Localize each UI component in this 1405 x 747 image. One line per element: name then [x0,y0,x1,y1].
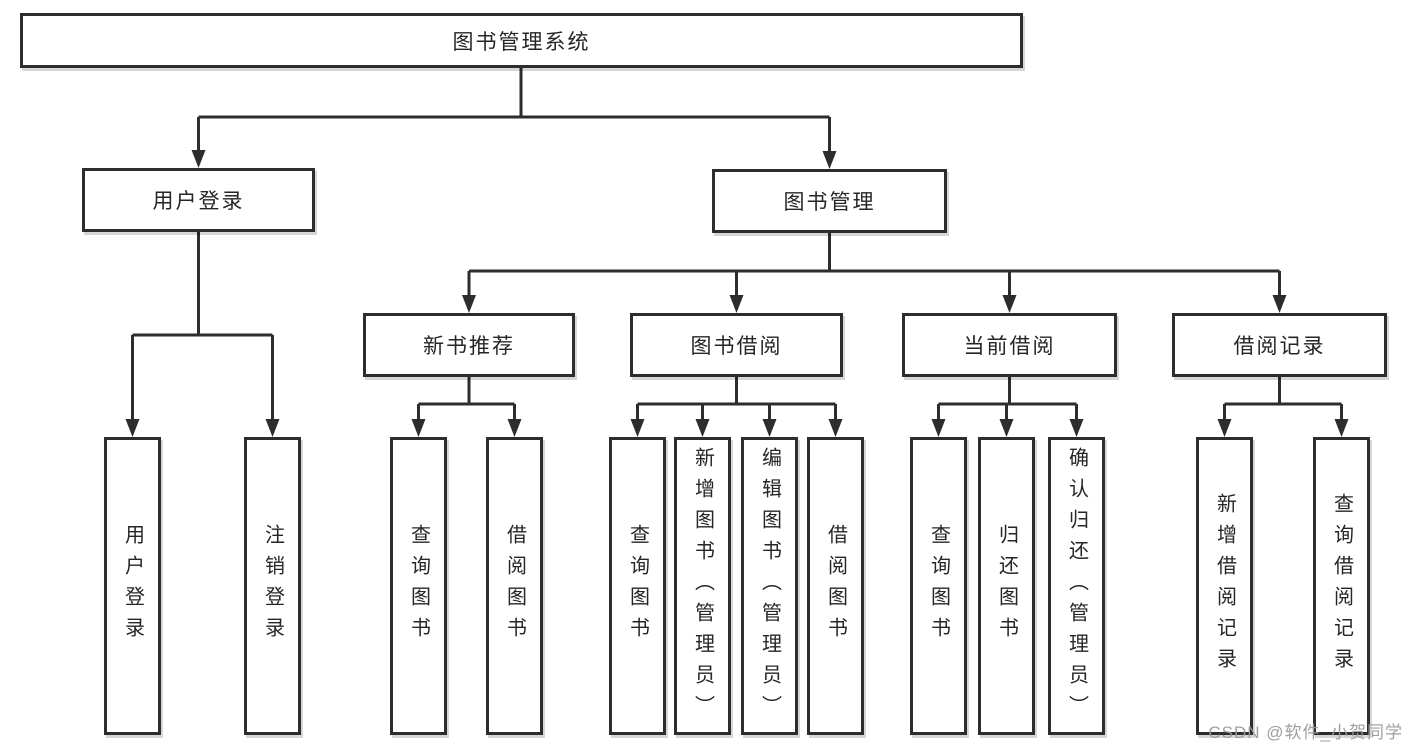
connector-current-borrow [937,377,1078,425]
leaf-confirm-return-admin: 确认归还（管理员） [1048,437,1105,735]
leaf-logout: 注销登录 [244,437,301,735]
leaf-borrow-books: 借阅图书 [807,437,864,735]
arrowhead [1217,419,1232,437]
arrowhead [695,419,710,437]
leaf-rec-query-books: 查询图书 [390,437,447,735]
arrowhead [411,419,426,437]
arrowhead [822,151,837,169]
arrowhead [125,419,140,437]
connector-new-book-rec [417,377,516,425]
arrowhead [1002,295,1017,313]
leaf-return-books: 归还图书 [978,437,1035,735]
leaf-add-books-admin: 新增图书（管理员） [674,437,731,735]
arrowhead [265,419,280,437]
leaf-label: 编辑图书（管理员） [758,446,781,726]
arrowhead [1069,419,1084,437]
leaf-rec-borrow-books: 借阅图书 [486,437,543,735]
node-current-borrow: 当前借阅 [902,313,1117,377]
leaf-user-login: 用户登录 [104,437,161,735]
leaf-label: 查询图书 [927,524,950,648]
csdn-watermark: CSDN @软件_小贺同学 [1208,723,1403,742]
arrowhead [999,419,1014,437]
leaf-label: 查询借阅记录 [1330,493,1353,679]
leaf-edit-books-admin: 编辑图书（管理员） [741,437,798,735]
arrowhead [191,150,206,168]
connector-user-login [131,232,274,425]
leaf-label: 归还图书 [995,524,1018,648]
arrowhead [729,295,744,313]
node-new-book-rec: 新书推荐 [363,313,575,377]
arrowhead [630,419,645,437]
leaf-label: 确认归还（管理员） [1065,446,1088,726]
arrowhead [1272,295,1287,313]
leaf-label: 新增借阅记录 [1213,493,1236,679]
arrowhead [1334,419,1349,437]
node-root-system: 图书管理系统 [20,13,1023,68]
leaf-query-borrow-record: 查询借阅记录 [1313,437,1370,735]
arrowhead [507,419,522,437]
node-book-management: 图书管理 [712,169,947,233]
connector-root [197,68,831,157]
arrowhead [828,419,843,437]
leaf-borrow-query-books: 查询图书 [609,437,666,735]
leaf-label: 注销登录 [261,524,284,648]
leaf-current-query-books: 查询图书 [910,437,967,735]
connector-book-borrow [636,377,837,425]
leaf-label: 新增图书（管理员） [691,446,714,726]
node-borrow-records: 借阅记录 [1172,313,1387,377]
leaf-label: 查询图书 [626,524,649,648]
connector-borrow-records [1223,377,1343,425]
connector-book-management [467,233,1281,301]
leaf-label: 用户登录 [121,524,144,648]
arrowhead [762,419,777,437]
node-book-borrow: 图书借阅 [630,313,843,377]
arrowhead [462,295,476,313]
arrowhead [931,419,946,437]
leaf-add-borrow-record: 新增借阅记录 [1196,437,1253,735]
node-user-login: 用户登录 [82,168,315,232]
leaf-label: 借阅图书 [824,524,847,648]
leaf-label: 查询图书 [407,524,430,648]
leaf-label: 借阅图书 [503,524,526,648]
